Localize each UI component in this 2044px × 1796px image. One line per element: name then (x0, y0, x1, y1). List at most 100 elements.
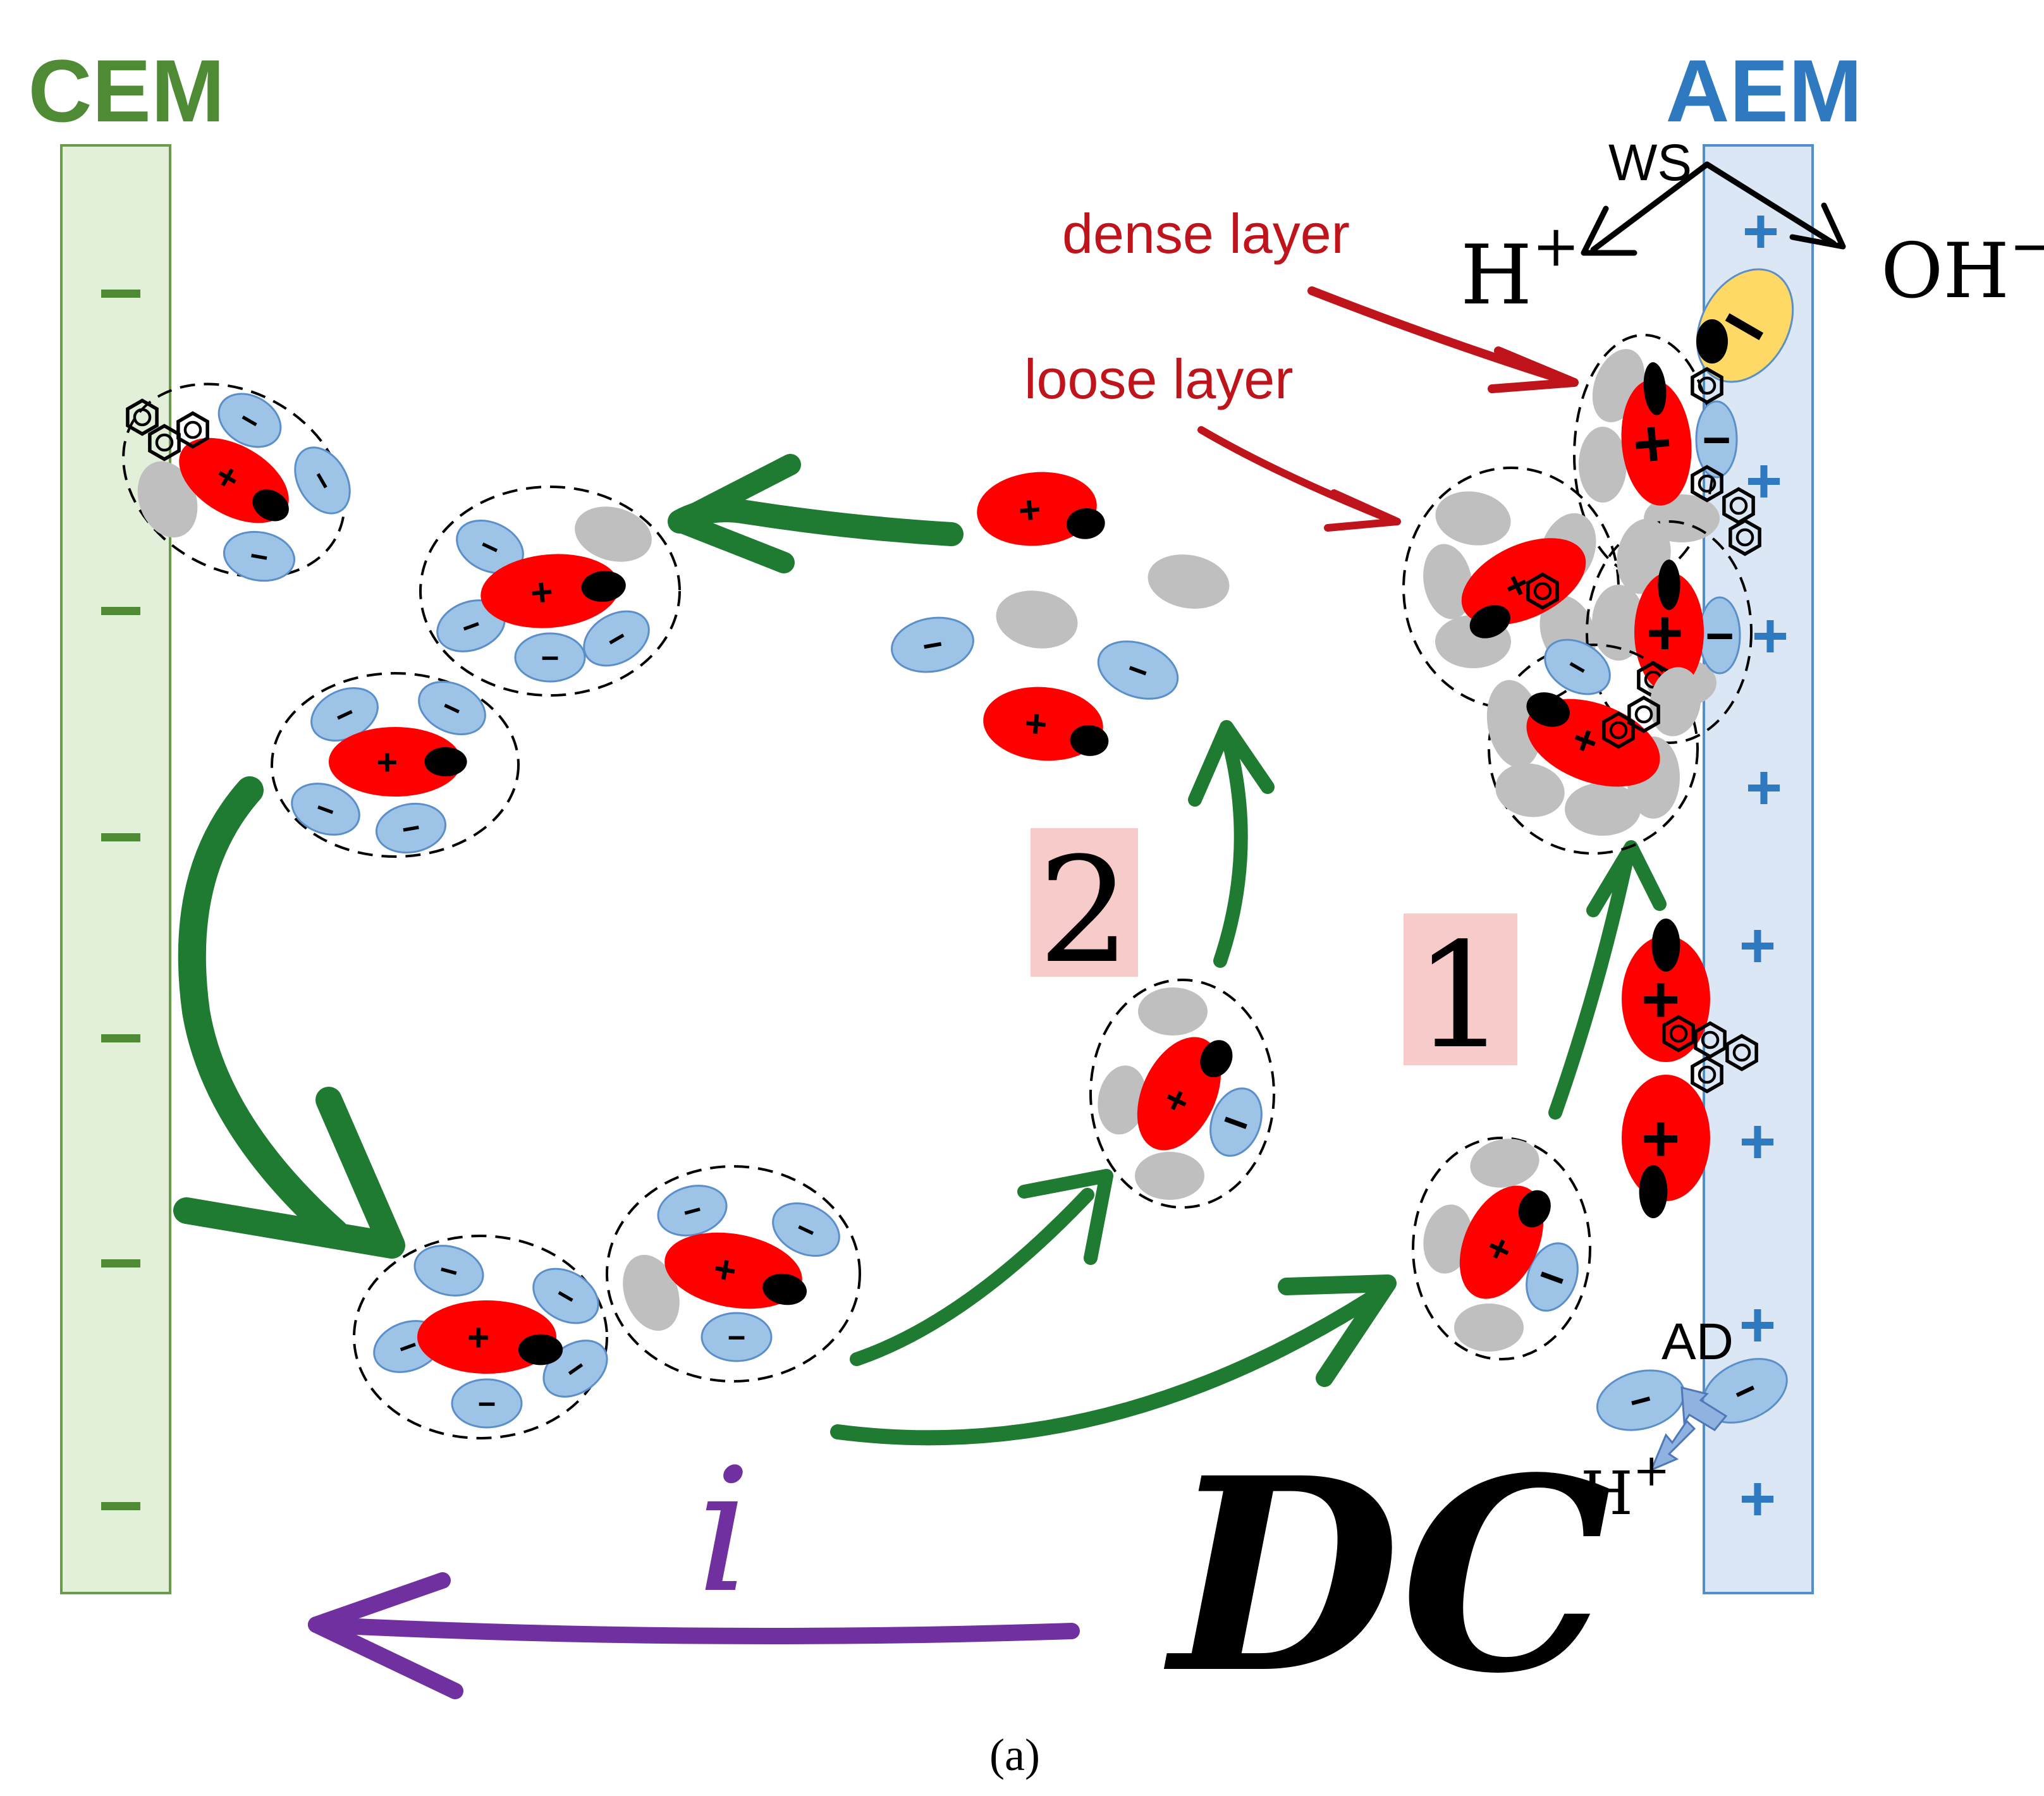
arrow-to-2 (850, 1188, 1094, 1366)
current-arrow (308, 1572, 1080, 1699)
cation-tail (1200, 1040, 1233, 1078)
arrow-2-up-head (1188, 720, 1275, 807)
water-molecule (1147, 554, 1230, 609)
water-molecule (623, 1254, 680, 1331)
cation: + (1137, 1037, 1233, 1151)
cation-body (1621, 379, 1692, 506)
solvation-shell (353, 1235, 608, 1439)
arrow-upper-head (669, 454, 801, 573)
cation: + (329, 727, 467, 797)
cation-tail (581, 571, 626, 602)
anion: − (375, 802, 447, 854)
charge-sign: + (529, 570, 554, 614)
cation-body (1622, 936, 1710, 1062)
charge-sign: − (541, 640, 560, 675)
cem-charge (101, 833, 140, 841)
anion-body (413, 1245, 484, 1297)
cation: + (1459, 1185, 1551, 1299)
h-plus-top-label: H+ (1460, 213, 1580, 323)
cation-tail (1070, 725, 1109, 756)
charge-sign: + (467, 1316, 490, 1359)
cation: + (977, 472, 1105, 546)
anion: − (217, 393, 282, 448)
solvation-shell (271, 672, 520, 858)
anion-body (583, 610, 650, 667)
cation-tail (1526, 692, 1570, 727)
loose-layer-label: loose layer (1024, 348, 1294, 410)
water-molecule (1565, 783, 1641, 836)
charge-sign: + (377, 742, 398, 783)
ion-cluster: −−−+ (606, 1165, 861, 1383)
anion: − (436, 599, 506, 652)
cation-tail (1469, 605, 1510, 638)
anion-body (451, 1378, 523, 1429)
path-2-label: 2 (1038, 827, 1130, 996)
ion-cluster: −−−−+ (419, 486, 681, 697)
anion: − (532, 1268, 599, 1324)
anion: − (1209, 1087, 1263, 1157)
h-plus-bottom-label: H+ (1581, 1445, 1670, 1529)
ion-cluster: −+ (1089, 979, 1275, 1209)
ws-label: WS (1608, 134, 1692, 192)
anion-body (223, 530, 296, 582)
anion-body (891, 616, 974, 673)
cation-tail (518, 1334, 563, 1365)
solvation-shell (1586, 520, 1753, 744)
arrow-to-1-head (1278, 1274, 1397, 1387)
charge-sign: + (1641, 1102, 1680, 1176)
layer-arrows (1197, 286, 1579, 532)
cation-tail (1643, 362, 1667, 415)
bound-ion: − (1678, 268, 1794, 554)
solvation-shell (122, 382, 346, 578)
water-molecule (1135, 1152, 1204, 1200)
anion: − (772, 1202, 840, 1257)
cation-tail (1696, 319, 1728, 363)
solvation-shell (606, 1165, 861, 1383)
cem-charge (101, 607, 140, 615)
charge-sign: + (1641, 963, 1680, 1037)
water-molecule (1098, 1065, 1147, 1135)
charge-sign: + (1023, 701, 1049, 746)
ion-species: −−−+−−−−+−−−−+−−−−−+−−−+++−−−+−+−++−+−+−… (122, 268, 1794, 1439)
anion: − (1544, 638, 1611, 695)
water-molecule (1617, 518, 1671, 594)
charge-sign: + (1646, 598, 1683, 668)
water-molecule (1423, 1204, 1472, 1274)
cem-charge (101, 1502, 140, 1510)
figure-caption: (a) (989, 1730, 1040, 1780)
cem-fixed-charges (101, 290, 140, 1510)
water-molecule (575, 506, 652, 562)
solvation-shell (419, 486, 681, 697)
water-molecule (1579, 427, 1627, 503)
anion: − (583, 610, 650, 667)
aem-charge: + (1752, 601, 1789, 671)
arrow-2-up (1213, 726, 1248, 968)
charge-sign: + (1017, 487, 1043, 532)
anion: − (418, 680, 486, 736)
cation: + (480, 554, 626, 628)
arrow-left (178, 776, 349, 1247)
cem-charge (101, 1034, 140, 1042)
anion-body (1526, 1242, 1579, 1312)
cem-membrane (60, 144, 171, 1594)
anion: − (310, 687, 379, 742)
ad-ions: −− (1596, 1358, 1788, 1431)
ad-label: AD (1662, 1313, 1734, 1371)
ion-cluster: −−−+ (122, 382, 351, 582)
cation: + (179, 437, 289, 523)
solvation-shell (1089, 979, 1275, 1209)
anion: − (1596, 1369, 1686, 1431)
dc-label: DC (1162, 1420, 1612, 1732)
cation: + (664, 1232, 807, 1309)
anion-body (217, 393, 282, 448)
cation: + (417, 1300, 563, 1374)
anion: − (1097, 640, 1179, 700)
charge-sign: − (1705, 608, 1734, 663)
ad-arrows (1649, 1386, 1728, 1472)
anion-body (1209, 1087, 1263, 1157)
anion-body (1097, 640, 1179, 700)
arrow-to-1 (830, 1288, 1383, 1446)
water-molecule (996, 590, 1078, 649)
anion: − (294, 446, 351, 515)
ion-cluster: −+ (1412, 1137, 1591, 1360)
